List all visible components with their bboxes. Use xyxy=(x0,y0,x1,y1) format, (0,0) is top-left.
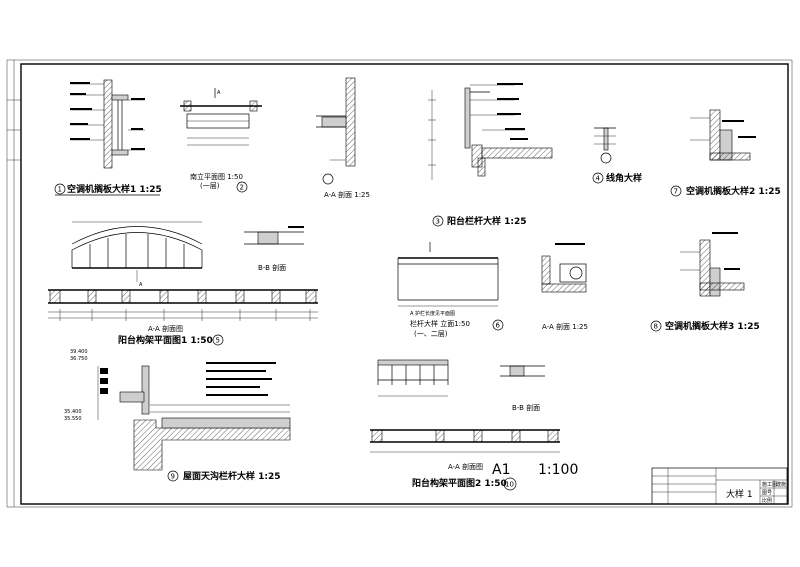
detail-10-bb-label: B-B 剖面 xyxy=(512,403,540,412)
detail-2-note: (一层) xyxy=(200,182,220,190)
detail-3-label: 3 阳台栏杆大样 1:25 xyxy=(432,215,527,227)
detail-2-plan-label: 南立平面图 1:50 xyxy=(190,172,243,181)
detail-10-number: 10 xyxy=(505,481,514,489)
title-block-label-1: 施工图 xyxy=(762,481,777,488)
detail-6-section: A-A 剖面 1:25 xyxy=(541,243,588,331)
detail-3-balcony-railing xyxy=(428,83,553,180)
detail-2-plan: A 南立平面图 1:50 (一层) 2 xyxy=(180,88,262,193)
detail-1-aircon-shelf xyxy=(70,79,145,169)
detail-4-title: 线角大样 xyxy=(606,172,642,184)
detail-9-elev-3: 35.400 xyxy=(64,409,82,415)
detail-7-number: 7 xyxy=(674,188,678,196)
detail-10-bb-section: B-B 剖面 xyxy=(500,365,545,412)
detail-10-title: 阳台构架平面图2 1:50 xyxy=(412,477,507,489)
detail-6-number: 6 xyxy=(496,322,501,330)
detail-2-number: 2 xyxy=(240,184,244,192)
detail-3-number: 3 xyxy=(436,218,440,226)
title-block-label-2: 图号 xyxy=(762,490,772,496)
detail-4-number: 4 xyxy=(596,175,601,183)
detail-9-title: 屋面天沟栏杆大样 1:25 xyxy=(183,470,281,482)
detail-9-number: 9 xyxy=(171,473,175,481)
detail-9-elev-4: 35.550 xyxy=(64,416,82,422)
detail-5-arch-elevation: A xyxy=(71,221,203,288)
detail-4-cornice: 4 线角大样 xyxy=(592,127,642,184)
detail-9-elev-1: 39.400 xyxy=(70,349,88,355)
detail-5-section-label: A-A 剖面图 xyxy=(148,324,183,333)
detail-9-elev-2: 36.750 xyxy=(70,356,88,362)
detail-10-section-label: A-A 剖面图 xyxy=(448,462,483,471)
sheet-scale: 1:100 xyxy=(538,462,578,478)
sheet-size: A1 xyxy=(492,462,510,478)
detail-8-number: 8 xyxy=(654,323,658,331)
detail-8-aircon-shelf: 8 空调机搁板大样3 1:25 xyxy=(650,232,760,332)
svg-text:A 护栏长度见平面图: A 护栏长度见平面图 xyxy=(410,310,455,317)
detail-7-title: 空调机搁板大样2 1:25 xyxy=(686,185,781,197)
detail-1-number: 1 xyxy=(58,186,62,194)
detail-8-title: 空调机搁板大样3 1:25 xyxy=(665,320,760,332)
svg-text:A: A xyxy=(217,90,221,96)
detail-1-label: 1 空调机搁板大样1 1:25 xyxy=(54,183,162,196)
detail-5-plan: A-A 剖面图 阳台构架平面图1 1:50 5 xyxy=(48,289,318,346)
title-block-label-4: 比例 xyxy=(762,497,772,504)
detail-2-section-title: A-A 剖面 1:25 xyxy=(324,190,370,199)
sheet-border xyxy=(6,59,793,508)
detail-1-title: 空调机搁板大样1 1:25 xyxy=(67,183,162,195)
detail-3-title: 阳台栏杆大样 1:25 xyxy=(447,215,527,227)
detail-6-label: 栏杆大样 立面1:50 xyxy=(410,319,470,328)
detail-5-number: 5 xyxy=(216,337,220,345)
detail-10-plan: A-A 剖面图 阳台构架平面图2 1:50 10 xyxy=(370,429,560,491)
detail-6-aa-label: A-A 剖面 1:25 xyxy=(542,322,588,331)
detail-2-section: A-A 剖面 1:25 xyxy=(316,77,370,199)
svg-text:A: A xyxy=(139,282,143,288)
detail-5-bb-label: B-B 剖面 xyxy=(258,263,286,272)
detail-5-bb-section: B-B 剖面 xyxy=(244,226,304,272)
detail-6-note: (一、二层) xyxy=(414,330,448,338)
title-block-label-3: 建施 xyxy=(776,481,786,488)
detail-9-gutter-railing: 39.400 36.750 35.400 35.550 9 屋面天沟栏杆大样 1… xyxy=(64,349,291,482)
detail-10-arch-elevation xyxy=(377,359,449,397)
title-block: 大样 1 施工图 图号 建施 比例 xyxy=(651,467,788,505)
detail-6-railing: A 护栏长度见平面图 栏杆大样 立面1:50 (一、二层) 6 xyxy=(397,242,504,338)
title-block-title: 大样 1 xyxy=(726,488,753,500)
detail-5-title: 阳台构架平面图1 1:50 xyxy=(118,334,213,346)
detail-7-aircon-shelf: 7 空调机搁板大样2 1:25 xyxy=(670,109,781,197)
